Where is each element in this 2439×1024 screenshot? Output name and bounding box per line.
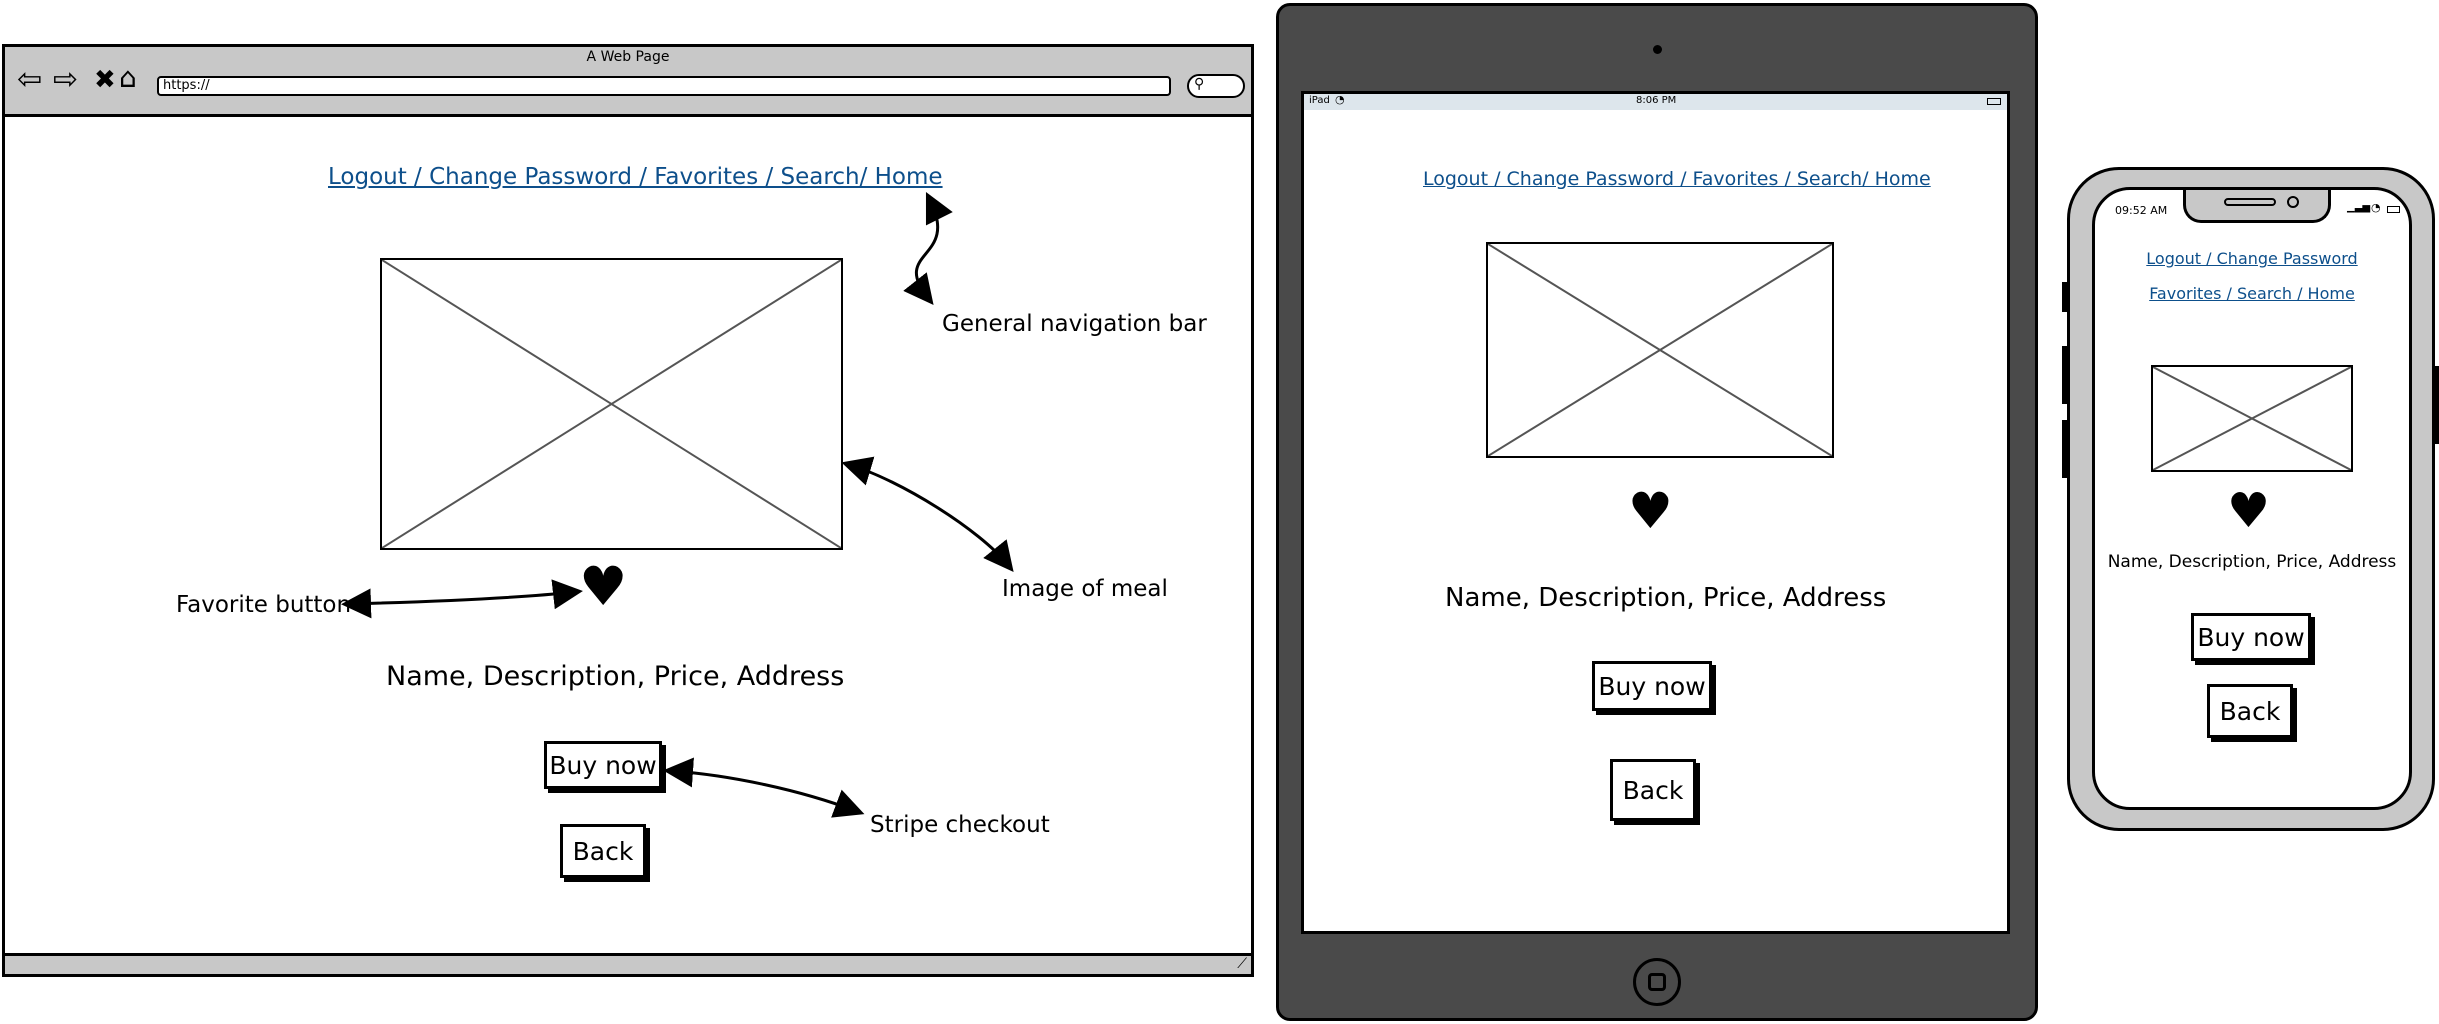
browser-toolbar: A Web Page ⇦ ⇨ ✖ ⌂ https:// ⚲ [5,47,1251,117]
resize-grip-icon[interactable]: ⟋ [1237,956,1247,972]
browser-window-title: A Web Page [586,49,670,65]
phone-side-button-1 [2062,282,2067,312]
signal-icon: ▁▃▅ [2347,202,2371,213]
annotation-checkout: Stripe checkout [870,812,1050,838]
phone-product-info: Name, Description, Price, Address [2107,552,2397,572]
tablet-home-button[interactable] [1633,958,1681,1006]
tablet-back-button[interactable]: Back [1610,759,1696,821]
phone-power-button [2435,366,2439,444]
tablet-carrier: iPad [1309,95,1330,106]
tablet-status-bar: iPad ◔ 8:06 PM [1304,93,2007,110]
phone-time: 09:52 AM [2115,204,2168,217]
annotation-image: Image of meal [1002,576,1168,602]
battery-icon [1987,98,2001,105]
back-button[interactable]: Back [560,824,646,878]
heart-icon[interactable]: ♥ [579,555,628,618]
tablet-meal-image-placeholder [1486,242,1834,458]
phone-side-button-3 [2062,420,2067,478]
url-text: https:// [163,78,210,93]
wifi-icon: ◔ [1335,93,1345,106]
phone-side-button-2 [2062,346,2067,404]
phone-wifi-icon: ◔ [2371,201,2381,214]
browser-status-bar: ⟋ [5,953,1251,974]
tablet-buy-now-button[interactable]: Buy now [1592,661,1712,711]
tablet-product-info: Name, Description, Price, Address [1445,583,1887,613]
phone-heart-icon[interactable]: ♥ [2227,483,2271,539]
home-square-icon [1648,973,1666,991]
close-icon[interactable]: ✖ [94,65,116,95]
annotation-nav: General navigation bar [942,311,1207,337]
phone-nav-line1[interactable]: Logout / Change Password [2146,249,2358,268]
product-info: Name, Description, Price, Address [386,661,845,692]
tablet-nav-links[interactable]: Logout / Change Password / Favorites / S… [1423,168,1931,190]
phone-back-button[interactable]: Back [2207,684,2293,738]
tablet-time: 8:06 PM [1636,95,1677,106]
speaker-grille [2224,198,2276,206]
tablet-camera [1653,45,1662,54]
camera-icon [2287,196,2299,208]
meal-image-placeholder [380,258,843,550]
nav-links[interactable]: Logout / Change Password / Favorites / S… [328,164,943,190]
home-icon[interactable]: ⌂ [119,61,137,94]
buy-now-button[interactable]: Buy now [544,741,662,789]
annotation-favorite: Favorite button [176,592,352,618]
phone-nav-line2[interactable]: Favorites / Search / Home [2149,284,2355,303]
search-pill[interactable]: ⚲ [1187,74,1245,98]
forward-arrow-icon[interactable]: ⇨ [53,62,79,97]
phone-battery-icon [2387,206,2400,213]
url-field[interactable]: https:// [157,76,1171,96]
browser-window: A Web Page ⇦ ⇨ ✖ ⌂ https:// ⚲ ⟋ [2,44,1254,977]
back-arrow-icon[interactable]: ⇦ [17,62,43,97]
tablet-heart-icon[interactable]: ♥ [1628,482,1673,540]
phone-notch [2183,190,2331,223]
phone-buy-now-button[interactable]: Buy now [2191,613,2311,661]
phone-meal-image-placeholder [2151,365,2353,472]
search-icon: ⚲ [1194,76,1205,92]
